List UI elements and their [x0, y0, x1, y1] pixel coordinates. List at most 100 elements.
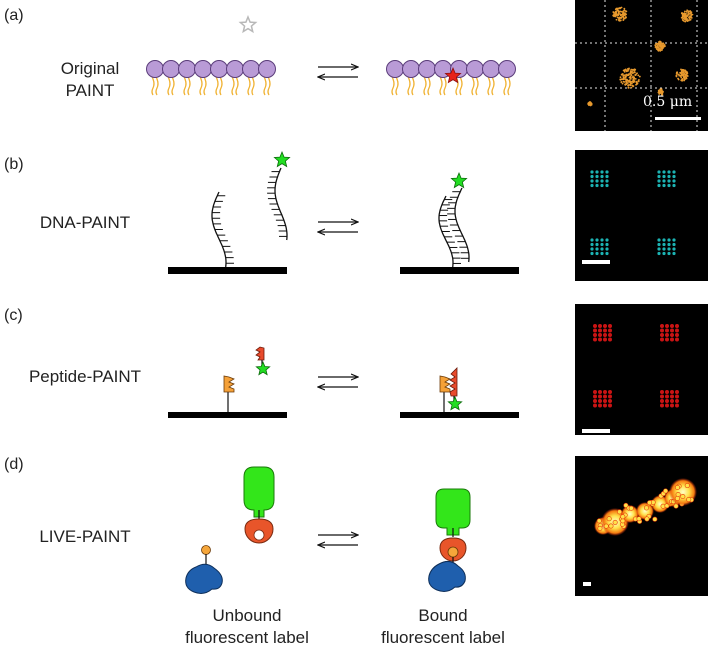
footer-line-2: fluorescent label — [381, 628, 505, 647]
localization-dot — [662, 242, 666, 247]
localization-dot — [690, 17, 693, 19]
localization-dot — [619, 13, 622, 16]
localization-dot — [616, 9, 619, 12]
localization-dot — [600, 251, 604, 256]
localization-dot — [660, 337, 664, 342]
localization-dot — [662, 238, 666, 242]
localization-dot — [624, 16, 627, 18]
localization-dot — [667, 242, 671, 247]
localization-dot — [660, 390, 664, 394]
localization-dot — [675, 403, 679, 408]
localization-dot — [590, 242, 594, 247]
localization-dot — [657, 242, 661, 247]
localization-dot — [676, 71, 679, 74]
lipid-head — [418, 60, 436, 78]
localization-dot — [625, 78, 627, 81]
localization-dot — [670, 328, 674, 333]
micro-image-peptide-paint — [575, 304, 708, 435]
localization-dot — [627, 69, 629, 71]
scale-bar-label: 0.5 μm — [643, 94, 693, 110]
localization-dot — [631, 72, 634, 75]
localization-dot — [661, 47, 663, 49]
localization-dot — [603, 390, 607, 394]
localization-dot — [619, 19, 622, 22]
scale-bar — [583, 582, 591, 586]
localization-dot — [661, 44, 664, 47]
localization-dot — [658, 93, 661, 95]
micro-art-b — [582, 170, 676, 264]
localization-dot — [593, 390, 597, 394]
localization-dot — [605, 174, 609, 179]
localization-dot — [590, 183, 594, 188]
localization-dot — [627, 84, 629, 87]
localization-dot — [595, 170, 599, 174]
localization-dot — [622, 75, 625, 77]
localization-dot — [683, 72, 686, 75]
localization-dot — [617, 11, 620, 14]
lipid-head — [194, 60, 212, 78]
localization-dot — [588, 101, 591, 104]
localization-dot — [670, 403, 674, 408]
localization-dot — [665, 324, 669, 328]
surface-bar — [168, 267, 287, 274]
localization-dot — [681, 71, 684, 73]
localization-dot — [684, 70, 687, 73]
localization-dot — [665, 403, 669, 408]
localization-dot — [615, 14, 617, 17]
localization-dot — [659, 47, 662, 49]
localization-dot — [605, 183, 609, 188]
panel-name-line-1: DNA-PAINT — [39, 213, 131, 232]
localization-dot — [623, 17, 626, 20]
localization-dot — [691, 13, 694, 16]
localization-dot — [670, 333, 674, 337]
lipid-head — [482, 60, 500, 78]
localization-dot — [670, 399, 674, 403]
localization-dot — [675, 399, 679, 403]
localization-dot — [680, 493, 686, 499]
panel-name-line-1: LIVE-PAINT — [39, 527, 131, 546]
localization-dot — [688, 19, 690, 22]
localization-dot — [614, 13, 617, 15]
localization-dot — [675, 337, 679, 342]
localization-dot — [598, 324, 602, 328]
localization-dot — [600, 238, 604, 242]
localization-dot — [638, 75, 641, 78]
localization-dot — [598, 337, 602, 342]
localization-dot — [603, 324, 607, 328]
localization-dot — [600, 183, 604, 188]
localization-dot — [621, 82, 624, 85]
localization-dot — [644, 516, 650, 522]
localization-dot — [686, 497, 692, 503]
localization-dot — [665, 328, 669, 333]
localization-dot — [663, 488, 669, 494]
localization-dot — [667, 174, 671, 179]
dna-imager-strand — [267, 167, 288, 241]
localization-dot — [657, 174, 661, 179]
localization-dot — [663, 44, 666, 46]
localization-dot — [659, 88, 662, 91]
localization-dot — [672, 179, 676, 183]
localization-dot — [686, 18, 688, 20]
lipid-head — [146, 60, 164, 78]
localization-dot — [659, 91, 661, 93]
localization-dot — [593, 394, 597, 399]
localization-dot — [658, 44, 661, 47]
red-binder-bound — [439, 537, 467, 565]
localization-dot — [683, 12, 686, 15]
localization-dot — [637, 74, 640, 77]
localization-dot — [628, 505, 634, 511]
localization-dot — [659, 48, 661, 51]
localization-dot — [593, 333, 597, 337]
localization-dot — [662, 251, 666, 256]
localization-dot — [631, 82, 633, 85]
localization-dot — [593, 324, 597, 328]
localization-dot — [626, 74, 629, 77]
lipid-head — [402, 60, 420, 78]
localization-dot — [680, 74, 683, 77]
localization-dot — [678, 73, 680, 76]
localization-dot — [608, 328, 612, 333]
localization-dot — [603, 394, 607, 399]
localization-dot — [686, 19, 689, 22]
localization-dot — [600, 247, 604, 251]
green-star-icon — [450, 171, 468, 189]
